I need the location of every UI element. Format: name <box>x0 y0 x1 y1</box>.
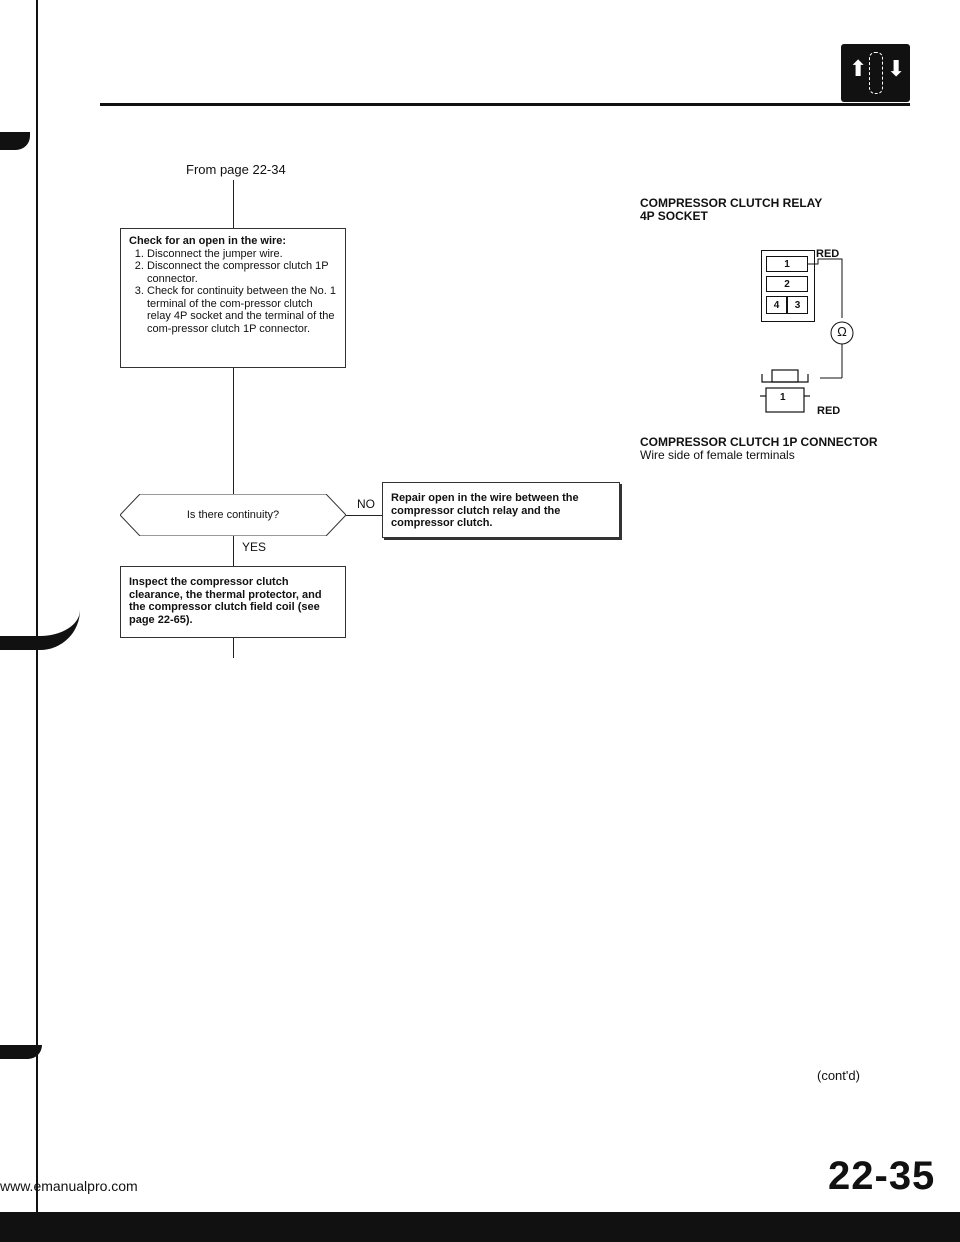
clutch-1p-connector <box>760 369 810 413</box>
relay-title-line: 4P SOCKET <box>640 209 708 223</box>
inspect-text: Inspect the compressor clutch clearance,… <box>129 576 322 626</box>
relay-socket-title: COMPRESSOR CLUTCH RELAY 4P SOCKET <box>640 197 822 223</box>
header-rule <box>100 103 910 106</box>
socket-pin-3: 3 <box>787 296 808 314</box>
decision-continuity: Is there continuity? <box>120 494 346 536</box>
socket-pin-4: 4 <box>766 296 787 314</box>
step-item: Disconnect the jumper wire. <box>147 248 337 261</box>
step-item: Check for continuity between the No. 1 t… <box>147 285 337 335</box>
wire-color-top: RED <box>816 248 840 260</box>
up-arrow-icon[interactable]: ⬆ <box>849 57 868 82</box>
flow-connector <box>233 638 234 658</box>
socket-pin-2: 2 <box>766 276 808 292</box>
step-check-open-wire: Check for an open in the wire: Disconnec… <box>120 228 346 368</box>
down-arrow-icon[interactable]: ⬇ <box>887 57 906 82</box>
step-inspect-clutch: Inspect the compressor clutch clearance,… <box>120 566 346 638</box>
flow-connector <box>233 180 234 228</box>
binding-mark-middle <box>0 596 80 650</box>
step-item: Disconnect the compressor clutch 1P conn… <box>147 260 337 285</box>
yes-label: YES <box>242 540 267 554</box>
continued-note: (cont'd) <box>817 1068 860 1083</box>
ohmmeter-wiring <box>808 258 854 379</box>
no-label: NO <box>357 497 375 511</box>
step-repair-open: Repair open in the wire between the comp… <box>382 482 620 538</box>
flow-connector <box>233 536 234 566</box>
decision-text: Is there continuity? <box>186 509 280 521</box>
from-page-note: From page 22-34 <box>186 162 286 177</box>
wire-color-bottom: RED <box>817 405 841 417</box>
flow-connector <box>233 368 234 494</box>
relay-title-line: COMPRESSOR CLUTCH RELAY <box>640 196 823 210</box>
socket-pin-1: 1 <box>766 256 808 272</box>
footer-url[interactable]: www.emanualpro.com <box>0 1178 138 1194</box>
thermometer-icon <box>869 52 883 94</box>
connector-title: COMPRESSOR CLUTCH 1P CONNECTOR <box>640 435 878 449</box>
step-title: Check for an open in the wire: <box>129 235 287 247</box>
page-number: 22-35 <box>828 1154 936 1198</box>
binding-mark-top <box>0 132 30 150</box>
flow-connector <box>346 515 382 516</box>
relay-socket-outline <box>761 250 815 322</box>
binding-mark-bottom <box>0 1045 42 1059</box>
connector-pin-1: 1 <box>780 392 786 403</box>
step-list: Disconnect the jumper wire. Disconnect t… <box>129 248 337 336</box>
connector-subtitle: Wire side of female terminals <box>640 448 795 462</box>
ohm-symbol: Ω <box>837 324 847 339</box>
section-nav-icon[interactable]: ⬆ ⬇ <box>841 44 910 102</box>
repair-text: Repair open in the wire between the comp… <box>391 492 579 529</box>
footer-bar <box>0 1212 960 1242</box>
